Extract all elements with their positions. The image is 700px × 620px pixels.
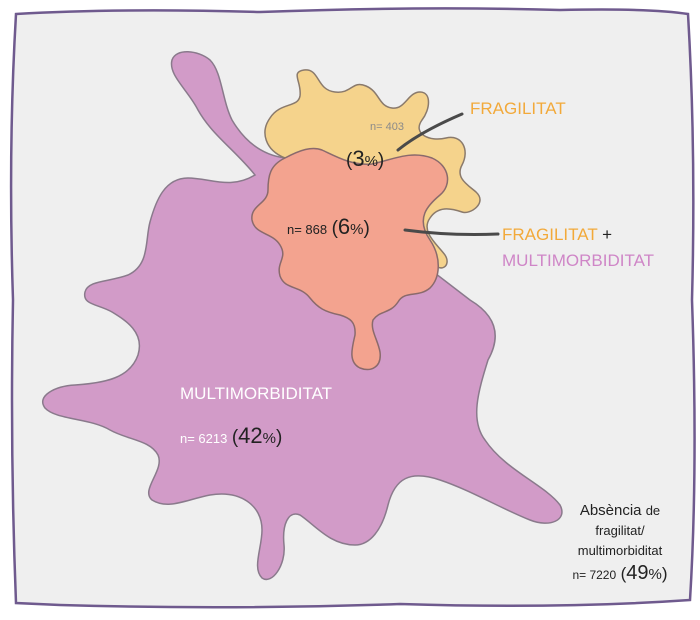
absence-line1: Absència de — [545, 501, 695, 521]
frailty-n-label: n= 403 — [370, 121, 404, 133]
absence-word: Absència — [580, 502, 642, 519]
absence-line2: fragilitat/ — [545, 521, 695, 541]
frailty-pct-number: 3 — [352, 146, 364, 171]
combo-frailty-word: FRAGILITAT — [502, 225, 597, 244]
frailty-percent: (3%) — [346, 146, 384, 172]
overlap-stats: n= 868 (6%) — [287, 214, 370, 240]
multimorbidity-paren-close: ) — [276, 427, 282, 448]
multimorbidity-percent: (42%) — [232, 430, 282, 447]
multimorbidity-n-label: n= 6213 — [180, 431, 227, 446]
absence-pct-symbol: % — [649, 566, 662, 583]
frailty-pct-symbol: % — [365, 153, 378, 170]
absence-paren-close: ) — [662, 564, 668, 583]
combo-plus-sign: + — [602, 225, 612, 244]
absence-n-label: n= 7220 — [572, 568, 616, 582]
overlap-n-label: n= 868 — [287, 222, 327, 237]
overlap-paren-close: ) — [364, 218, 370, 239]
combo-label-line2: MULTIMORBIDITAT — [502, 251, 654, 271]
multimorbidity-pct-symbol: % — [263, 430, 276, 447]
frailty-title: FRAGILITAT — [470, 99, 566, 119]
overlap-pct-symbol: % — [350, 221, 363, 238]
absence-block: Absència de fragilitat/ multimorbiditat … — [545, 501, 695, 585]
absence-de: de — [646, 503, 660, 518]
frailty-paren-close: ) — [378, 150, 384, 171]
absence-line3: multimorbiditat — [545, 541, 695, 561]
absence-pct-number: 49 — [626, 562, 648, 584]
multimorbidity-title: MULTIMORBIDITAT — [180, 384, 332, 404]
multimorbidity-pct-number: 42 — [238, 423, 262, 448]
combo-label-line1: FRAGILITAT + — [502, 225, 612, 245]
overlap-pct-number: 6 — [338, 214, 350, 239]
multimorbidity-stats: n= 6213 (42%) — [180, 423, 282, 449]
absence-stats: n= 7220 (49%) — [545, 563, 695, 585]
